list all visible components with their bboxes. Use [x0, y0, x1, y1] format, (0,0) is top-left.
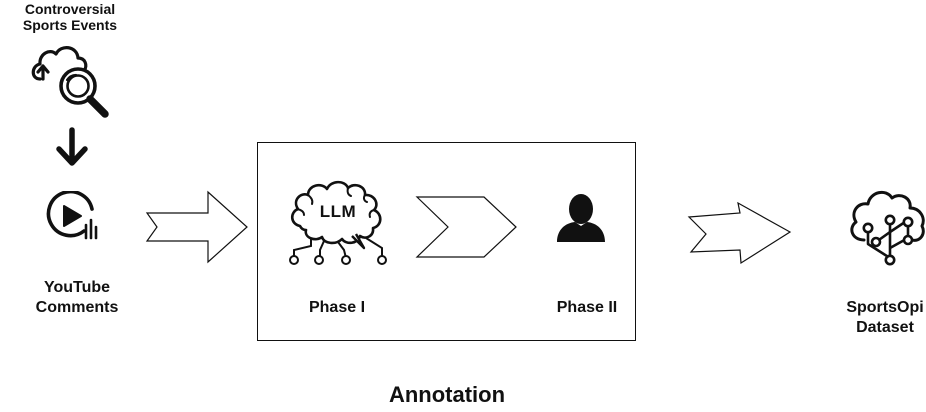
- flow-arrow-right-icon: [145, 190, 248, 264]
- phase-two-label: Phase II: [556, 299, 618, 316]
- brain-network-icon: [289, 180, 387, 265]
- source-label-line1: Controversial: [24, 1, 116, 17]
- arrow-down-icon: [56, 127, 88, 166]
- comments-label-line1: YouTube: [43, 279, 111, 296]
- cloud-network-icon: [850, 190, 925, 266]
- source-label-line2: Sports Events: [22, 17, 118, 33]
- annotation-box: [257, 142, 636, 341]
- comments-label: YouTube Comments: [17, 278, 137, 318]
- youtube-play-icon: [46, 191, 98, 240]
- person-icon: [557, 194, 605, 242]
- source-label: Controversial Sports Events: [10, 1, 130, 33]
- phase-one-label: Phase I: [308, 299, 366, 316]
- cloud-search-icon: [31, 46, 109, 118]
- dataset-label-line1: SportsOpi: [846, 299, 924, 316]
- llm-badge: LLM: [319, 202, 357, 221]
- dataset-label-line2: Dataset: [856, 319, 914, 336]
- comments-label-line2: Comments: [35, 299, 119, 316]
- annotation-label: Annotation: [388, 382, 506, 407]
- dataset-label: SportsOpi Dataset: [825, 298, 926, 338]
- flow-arrow-right-icon: [687, 201, 792, 265]
- chevron-right-icon: [415, 196, 517, 258]
